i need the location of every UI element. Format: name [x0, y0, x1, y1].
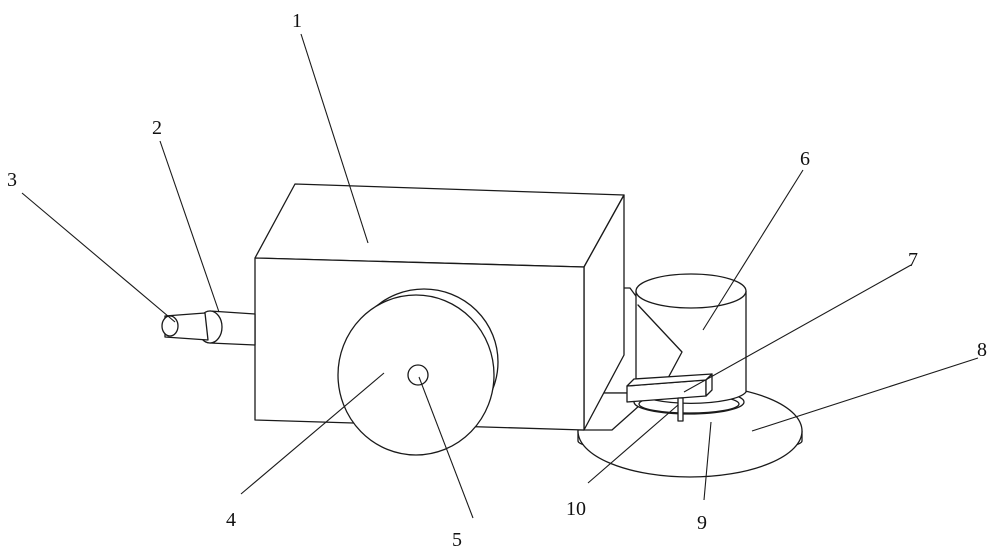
label-10: 10	[566, 498, 586, 520]
leader-8	[751, 357, 979, 432]
leader-6	[702, 169, 804, 331]
label-8: 8	[977, 339, 987, 361]
label-5: 5	[452, 529, 462, 551]
leader-5	[418, 376, 474, 519]
leader-lines	[21, 33, 979, 519]
axle-hub	[407, 364, 429, 386]
leader-9	[703, 421, 712, 501]
leader-2	[159, 140, 220, 313]
cylinder	[635, 273, 747, 404]
part-labels: 1 2 3 4 5 6 7 8 9 10	[7, 10, 987, 551]
label-1: 1	[292, 10, 302, 32]
small-post	[677, 397, 684, 422]
label-6: 6	[800, 148, 810, 170]
leader-3	[21, 192, 176, 323]
leader-10	[587, 404, 679, 484]
label-4: 4	[226, 509, 236, 531]
clamp-bracket	[626, 373, 713, 403]
leader-1	[300, 33, 369, 244]
wheel	[337, 288, 499, 456]
label-2: 2	[152, 117, 162, 139]
outlet-nozzle	[161, 312, 209, 341]
leader-4	[240, 372, 385, 495]
label-3: 3	[7, 169, 17, 191]
label-9: 9	[697, 512, 707, 534]
leader-7	[683, 264, 912, 393]
label-7: 7	[908, 249, 918, 271]
